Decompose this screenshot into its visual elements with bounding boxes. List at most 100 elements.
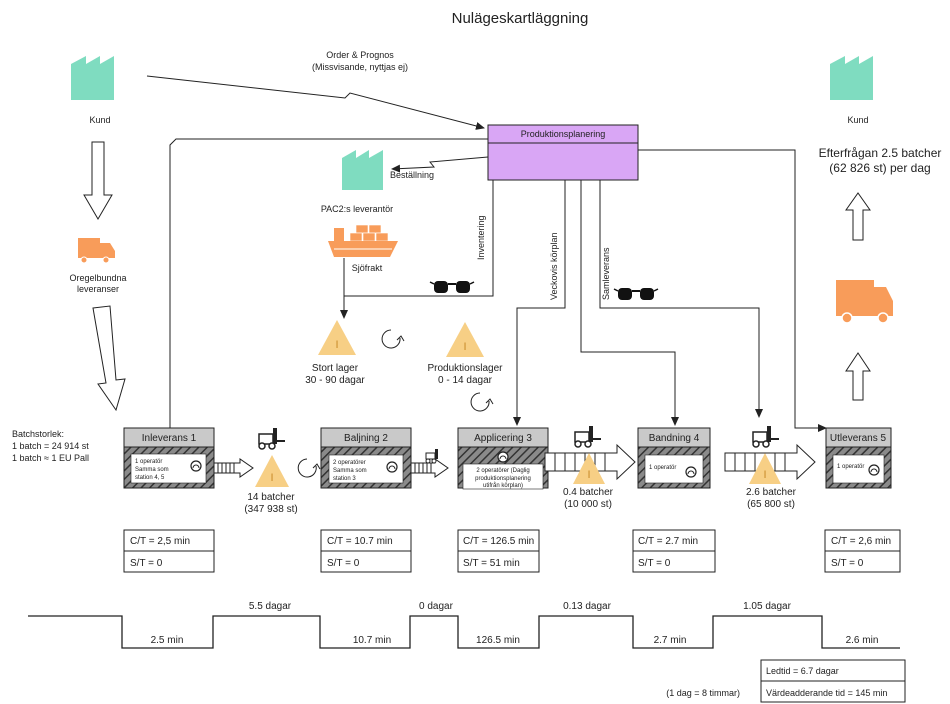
weekly-plan-label: Veckovis körplan (549, 232, 559, 300)
cycle-time: C/T = 2,5 min (130, 536, 190, 547)
inventory-glyph: I (270, 472, 273, 484)
lead-time: Ledtid = 6.7 dagar (766, 666, 839, 676)
weekly-plan-line (517, 180, 565, 425)
prod-stock-line2: 0 - 14 dagar (438, 375, 493, 386)
timeline-wait: 0.13 dagar (563, 601, 611, 612)
timeline-wait: 5.5 dagar (249, 601, 292, 612)
planning-to-utleverans-line (638, 150, 826, 428)
batch-info-line3: 1 batch ≈ 1 EU Pall (12, 453, 89, 463)
process-info-line: utifrån körplan) (483, 482, 523, 489)
process-info-line: station 4, 5 (135, 475, 165, 481)
setup-time: S/T = 0 (130, 558, 163, 569)
inv4-line2: (65 800 st) (747, 499, 795, 510)
supplier-order-label: Beställning (390, 170, 434, 180)
cycle-time: C/T = 10.7 min (327, 536, 393, 547)
ship-icon (328, 225, 398, 257)
inventory-glyph: I (463, 341, 466, 353)
process-baljning: Baljning 2 2 operatörer Samma som statio… (321, 428, 411, 488)
data-box-bandning: C/T = 2.7 min S/T = 0 (633, 530, 715, 572)
process-info-line: Samma som (135, 467, 169, 473)
timeline-wait: 1.05 dagar (743, 601, 791, 612)
hollow-arrow-up-icon (846, 353, 870, 400)
setup-time: S/T = 51 min (463, 558, 520, 569)
planning-to-bandning-line (581, 180, 675, 425)
hollow-arrow-up-icon (846, 193, 870, 240)
inventory-triangle-prod-stock: I (446, 322, 484, 357)
process-info-line: 2 operatörer (333, 460, 366, 466)
supplier-factory-icon (342, 150, 383, 190)
cycle-time: C/T = 2,6 min (831, 536, 891, 547)
process-info-line: station 3 (333, 476, 356, 482)
data-box-applicering: C/T = 126.5 min S/T = 51 min (458, 530, 539, 572)
push-arrow-icon (93, 306, 125, 410)
batch-info-line1: Batchstorlek: (12, 429, 64, 439)
inventory-triangle-big-stock: I (318, 320, 356, 355)
process-info-line: 2 operatörer (Daglig (476, 468, 529, 474)
production-planning-label: Produktionsplanering (521, 129, 606, 139)
sea-freight-label: Sjöfrakt (352, 263, 383, 273)
process-info-line: 1 operatör (135, 459, 162, 465)
process-info-line: 1 operatör (649, 465, 676, 471)
data-box-utleverans: C/T = 2,6 min S/T = 0 (825, 530, 900, 572)
process-name: Bandning 4 (649, 433, 700, 444)
forklift-icon (753, 426, 779, 447)
forklift-icon (575, 426, 601, 447)
inventory-glyph: I (335, 339, 338, 351)
truck-icon (78, 238, 115, 263)
glasses-icon (430, 281, 474, 293)
factory-icon (71, 56, 114, 100)
glasses-icon (614, 288, 658, 300)
process-name: Applicering 3 (474, 433, 532, 444)
data-box-baljning: C/T = 10.7 min S/T = 0 (321, 530, 411, 572)
inventory-triangle: I (255, 455, 289, 487)
process-bandning: Bandning 4 1 operatör (638, 428, 710, 488)
hollow-arrow-down-icon (84, 142, 112, 219)
inventory-glyph: I (763, 469, 766, 481)
inv1-line2: (347 938 st) (244, 504, 297, 515)
process-applicering: Applicering 3 2 operatörer (Daglig produ… (458, 428, 548, 489)
cycle-time: C/T = 126.5 min (463, 536, 534, 547)
customer-left: Kund (71, 56, 114, 125)
process-info-line: Samma som (333, 468, 367, 474)
consolidated-label: Samleverans (601, 247, 611, 300)
inv3-line1: 0.4 batcher (563, 487, 614, 498)
process-inleverans: Inleverans 1 1 operatör Samma som statio… (124, 428, 214, 488)
order-forecast-flash-arrow (147, 76, 484, 128)
timeline-process-time: 10.7 min (353, 635, 391, 646)
order-forecast-line2: (Missvisande, nyttjas ej) (312, 62, 408, 72)
setup-time: S/T = 0 (638, 558, 671, 569)
cycle-icon (298, 459, 320, 477)
factory-icon (830, 56, 873, 100)
inventory-glyph: I (587, 469, 590, 481)
forklift-icon (259, 428, 285, 449)
setup-time: S/T = 0 (831, 558, 864, 569)
order-forecast-line1: Order & Prognos (326, 50, 394, 60)
production-planning-box: Produktionsplanering (488, 125, 638, 180)
inv3-line2: (10 000 st) (564, 499, 612, 510)
demand-line2: (62 826 st) per dag (829, 161, 930, 175)
customer-left-label: Kund (89, 115, 110, 125)
process-info-line: 1 operatör (837, 464, 864, 470)
setup-time: S/T = 0 (327, 558, 360, 569)
batch-info-line2: 1 batch = 24 914 st (12, 441, 89, 451)
timeline-process-time: 2.5 min (151, 635, 184, 646)
timeline-process-time: 2.6 min (846, 635, 879, 646)
big-stock-line1: Stort lager (312, 363, 359, 374)
customer-right-label: Kund (847, 115, 868, 125)
process-utleverans: Utleverans 5 1 operatör (826, 428, 891, 488)
prod-stock-line1: Produktionslager (427, 363, 503, 374)
supplier-label: PAC2:s leverantör (321, 204, 393, 214)
irregular-deliveries-line2: leveranser (77, 284, 119, 294)
process-name: Inleverans 1 (142, 433, 197, 444)
inv1-line1: 14 batcher (247, 492, 295, 503)
inv4-line1: 2.6 batcher (746, 487, 797, 498)
day-note: (1 dag = 8 timmar) (666, 688, 740, 698)
process-name: Baljning 2 (344, 433, 388, 444)
demand-line1: Efterfrågan 2.5 batcher (819, 146, 942, 160)
timeline-process-time: 2.7 min (654, 635, 687, 646)
operator-icon (498, 452, 508, 462)
order-flash-arrow (392, 157, 488, 169)
page-title: Nulägeskartläggning (452, 10, 589, 27)
irregular-deliveries-line1: Oregelbundna (69, 273, 126, 283)
summary-box: Ledtid = 6.7 dagar Värdeadderande tid = … (761, 660, 905, 702)
